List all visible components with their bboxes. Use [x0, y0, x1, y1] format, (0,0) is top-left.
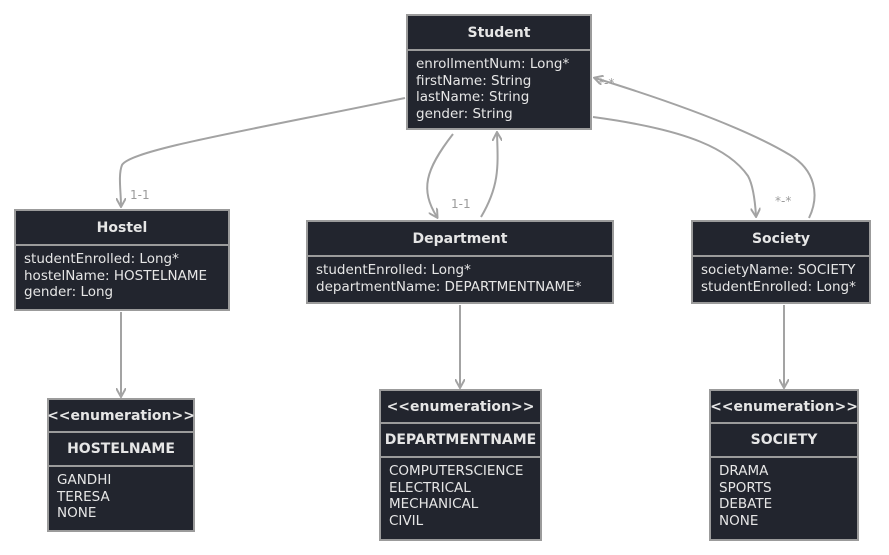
class-society[interactable]: Society societyName: SOCIETY studentEnro… — [691, 220, 871, 304]
enum-departmentname-name: DEPARTMENTNAME — [381, 424, 540, 458]
attribute: studentEnrolled: Long* — [701, 278, 856, 295]
edge-department-student — [480, 133, 498, 218]
enum-society[interactable]: <<enumeration>> SOCIETY DRAMA SPORTS DEB… — [709, 389, 859, 541]
enum-value: CIVIL — [389, 512, 424, 529]
class-department[interactable]: Department studentEnrolled: Long* depart… — [306, 220, 614, 304]
label-society-student: *-* — [598, 76, 615, 90]
label-student-hostel: 1-1 — [130, 188, 150, 202]
label-student-society: *-* — [775, 194, 792, 208]
class-hostel-attributes: studentEnrolled: Long* hostelName: HOSTE… — [16, 246, 228, 301]
enum-value: SPORTS — [719, 479, 772, 496]
enum-stereotype: <<enumeration>> — [47, 400, 195, 433]
attribute: firstName: String — [416, 72, 532, 89]
class-hostel[interactable]: Hostel studentEnrolled: Long* hostelName… — [14, 209, 230, 311]
attribute: gender: Long — [24, 284, 114, 301]
enum-society-values: DRAMA SPORTS DEBATE NONE — [711, 458, 857, 529]
edge-student-hostel — [120, 97, 406, 206]
enum-hostelname-name: HOSTELNAME — [49, 433, 193, 467]
class-society-name: Society — [693, 222, 869, 257]
enum-hostelname-values: GANDHI TERESA NONE — [49, 467, 193, 522]
enum-value: GANDHI — [57, 472, 112, 488]
enum-value: COMPUTERSCIENCE — [389, 463, 524, 479]
class-society-attributes: societyName: SOCIETY studentEnrolled: Lo… — [693, 257, 869, 295]
enum-stereotype: <<enumeration>> — [381, 391, 540, 424]
class-student-attributes: enrollmentNum: Long* firstName: String l… — [408, 51, 590, 122]
enum-value: TERESA — [57, 488, 110, 505]
enum-value: NONE — [57, 505, 97, 522]
attribute: studentEnrolled: Long* — [24, 251, 179, 267]
attribute: enrollmentNum: Long* — [416, 56, 570, 72]
enum-departmentname-values: COMPUTERSCIENCE ELECTRICAL MECHANICAL CI… — [381, 458, 540, 529]
attribute: departmentName: DEPARTMENTNAME* — [316, 278, 582, 295]
attribute: studentEnrolled: Long* — [316, 262, 471, 278]
enum-hostelname[interactable]: <<enumeration>> HOSTELNAME GANDHI TERESA… — [47, 398, 195, 532]
enum-stereotype: <<enumeration>> — [710, 391, 858, 424]
label-student-department: 1-1 — [451, 197, 471, 211]
attribute: lastName: String — [416, 89, 530, 106]
enum-value: DEBATE — [719, 496, 773, 513]
enum-society-name: SOCIETY — [711, 424, 857, 458]
enum-value: DRAMA — [719, 463, 769, 479]
edge-student-society — [592, 116, 756, 216]
class-student-name: Student — [408, 16, 590, 51]
class-department-attributes: studentEnrolled: Long* departmentName: D… — [308, 257, 612, 295]
edge-society-student — [595, 78, 816, 219]
attribute: hostelName: HOSTELNAME — [24, 267, 208, 284]
class-student[interactable]: Student enrollmentNum: Long* firstName: … — [406, 14, 592, 130]
enum-value: NONE — [719, 512, 759, 529]
attribute: societyName: SOCIETY — [701, 262, 856, 278]
enum-departmentname[interactable]: <<enumeration>> DEPARTMENTNAME COMPUTERS… — [379, 389, 542, 541]
edge-student-department — [426, 133, 454, 217]
class-hostel-name: Hostel — [16, 211, 228, 246]
enum-value: MECHANICAL — [389, 496, 479, 513]
enum-value: ELECTRICAL — [389, 479, 471, 496]
class-department-name: Department — [308, 222, 612, 257]
attribute: gender: String — [416, 105, 513, 122]
